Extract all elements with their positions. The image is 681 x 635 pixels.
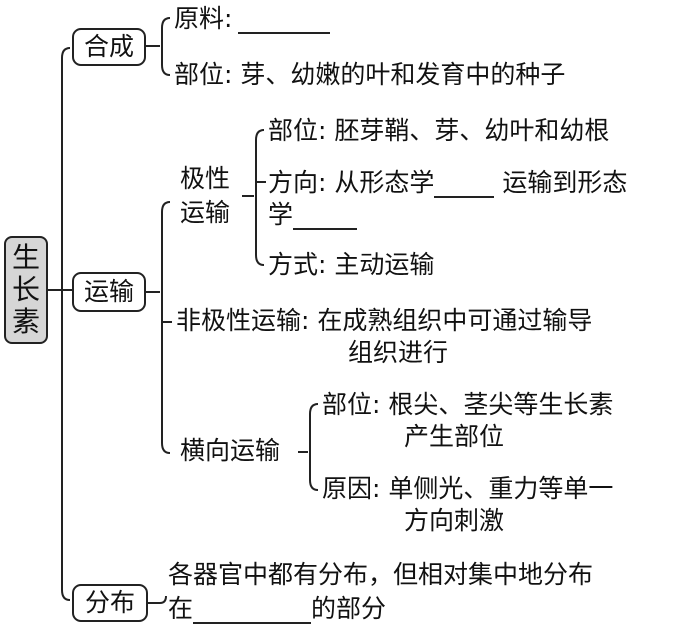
lateral-site-line2: 产生部位	[404, 422, 505, 451]
synthesis-site-sep: :	[224, 60, 233, 89]
nonpolar-line2: 组织进行	[348, 338, 449, 367]
lateral-site: 部位: 根尖、茎尖等生长素	[322, 390, 613, 420]
polar-direction-line1: 方向: 从形态学 运输到形态	[268, 168, 627, 198]
lateral-transport-label: 横向运输	[180, 436, 281, 465]
raw-material-key: 原料	[174, 4, 225, 33]
nonpolar-key: 非极性运输	[176, 306, 302, 335]
polar-site-sep: :	[318, 116, 327, 145]
lateral-cause: 原因: 单侧光、重力等单一	[322, 474, 613, 504]
polar-direction-line2: 学	[268, 200, 358, 230]
polar-direction-sep: :	[318, 168, 327, 197]
polar-direction-blank-1	[434, 172, 495, 198]
root-node-auxin: 生长素	[4, 236, 48, 344]
lateral-site-line1: 根尖、茎尖等生长素	[388, 390, 614, 419]
synthesis-bracket	[161, 17, 171, 76]
lateral-cause-key: 原因	[322, 474, 373, 503]
polar-bracket	[255, 129, 265, 266]
raw-material-sep: :	[224, 4, 233, 33]
polar-site: 部位: 胚芽鞘、芽、幼叶和幼根	[268, 116, 609, 146]
nonpolar-sep: :	[301, 306, 310, 335]
lateral-bracket	[309, 403, 319, 491]
polar-mode-value: 主动运输	[334, 250, 435, 279]
raw-material-blank	[238, 8, 331, 34]
lateral-cause-line1: 单侧光、重力等单一	[388, 474, 614, 503]
synthesis-raw-material: 原料:	[174, 4, 331, 34]
node-transport: 运输	[72, 272, 146, 312]
node-distribution: 分布	[72, 584, 148, 622]
polar-transport-label-line1: 极性	[180, 164, 231, 193]
polar-direction-part2: 运输到形态	[502, 168, 628, 197]
distribution-line2-post: 的部分	[311, 594, 387, 623]
synthesis-site-key: 部位	[174, 60, 225, 89]
distribution-blank	[193, 598, 312, 624]
lateral-site-sep: :	[372, 390, 381, 419]
node-synthesis: 合成	[72, 28, 146, 66]
polar-direction-part3: 学	[268, 200, 294, 229]
polar-mode-sep: :	[318, 250, 327, 279]
nonpolar-transport: 非极性运输: 在成熟组织中可通过输导	[176, 306, 592, 336]
polar-mode-key: 方式	[268, 250, 319, 279]
distribution-line2-pre: 在	[168, 594, 194, 623]
nonpolar-line1: 在成熟组织中可通过输导	[317, 306, 593, 335]
main-bracket	[61, 47, 71, 601]
polar-mode: 方式: 主动运输	[268, 250, 434, 280]
polar-direction-blank-2	[293, 204, 358, 230]
polar-site-key: 部位	[268, 116, 319, 145]
synthesis-site-value: 芽、幼嫩的叶和发育中的种子	[240, 60, 566, 89]
distribution-line2: 在 的部分	[168, 594, 386, 624]
polar-site-value: 胚芽鞘、芽、幼叶和幼根	[334, 116, 610, 145]
lateral-cause-line2: 方向刺激	[404, 506, 505, 535]
distribution-line1: 各器官中都有分布，但相对集中地分布	[168, 560, 594, 589]
polar-direction-part1: 从形态学	[334, 168, 435, 197]
polar-direction-key: 方向	[268, 168, 319, 197]
lateral-site-key: 部位	[322, 390, 373, 419]
synthesis-site: 部位: 芽、幼嫩的叶和发育中的种子	[174, 60, 565, 90]
polar-transport-label-line2: 运输	[180, 198, 231, 227]
transport-bracket	[161, 201, 171, 454]
lateral-cause-sep: :	[372, 474, 381, 503]
